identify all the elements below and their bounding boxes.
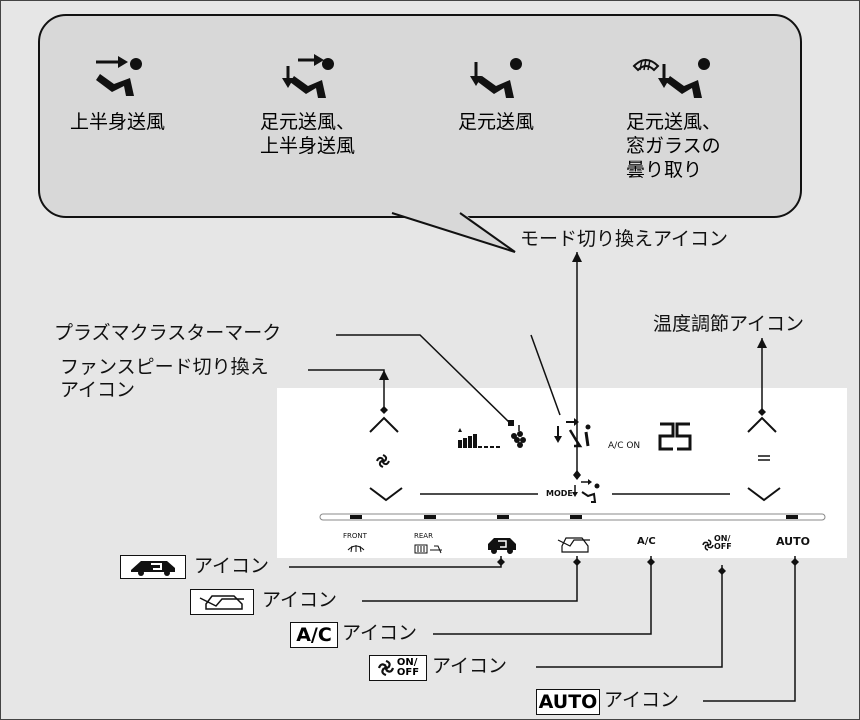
feet-airflow-icon: [470, 58, 522, 98]
temperature-icon: [758, 455, 770, 461]
auto-button[interactable]: AUTO: [776, 535, 810, 548]
mode-feet-defrost: 足元送風、 窓ガラスの 曇り取り: [622, 52, 721, 182]
callout-plasma-cluster: プラズマクラスターマーク: [54, 322, 282, 344]
upper-body-airflow-icon: [95, 56, 142, 96]
mode-label-feet: 足元送風: [458, 111, 535, 133]
ac-on-indicator: A/C ON: [608, 441, 641, 451]
recirculation-legend-box: [120, 555, 186, 579]
mode-feet: 足元送風: [458, 52, 534, 134]
temperature-display: [658, 422, 692, 451]
mode-display-icon: [554, 418, 591, 448]
fan-onoff-box-text: ON/ OFF: [396, 657, 420, 678]
ac-legend-box: A/C: [290, 622, 338, 648]
rear-defrost-icon: [414, 544, 442, 554]
fan-onoff-label[interactable]: ON/ OFF: [714, 534, 732, 551]
recirculation-button-icon[interactable]: [488, 538, 516, 554]
callout-temperature: 温度調節アイコン: [653, 313, 805, 335]
mode-button-label[interactable]: MODE: [546, 489, 573, 498]
fan-level-display: [458, 428, 500, 448]
ac-button[interactable]: A/C: [637, 536, 656, 547]
ac-legend-text: アイコン: [342, 622, 418, 644]
fresh-air-legend-text: アイコン: [262, 589, 338, 611]
rear-defrost-label[interactable]: REAR: [414, 532, 433, 540]
front-defrost-label[interactable]: FRONT: [343, 532, 367, 540]
auto-legend-box: AUTO: [536, 689, 600, 715]
mode-feet-upper-body: 足元送風、 上半身送風: [260, 52, 355, 158]
recirculation-icon: [131, 561, 175, 576]
mode-label-upper-body: 上半身送風: [70, 111, 166, 133]
fan-icon: [376, 454, 390, 468]
mode-upper-body: 上半身送風: [70, 52, 165, 134]
auto-legend-text: アイコン: [604, 689, 680, 711]
fan-speed-up-button[interactable]: [369, 416, 399, 433]
fresh-air-icon: [199, 595, 244, 610]
fresh-air-legend-box: [190, 589, 254, 615]
mode-button-icon[interactable]: [572, 479, 600, 503]
front-defrost-icon: [347, 545, 365, 553]
feet-and-defrost-airflow-icon: [632, 58, 710, 98]
mode-callout-bubble: [38, 14, 802, 218]
climate-control-panel: [277, 388, 847, 558]
mode-label-feet-defrost: 足元送風、 窓ガラスの 曇り取り: [626, 111, 722, 181]
mode-label-feet-upper-body: 足元送風、 上半身送風: [260, 111, 356, 157]
fan-onoff-legend-box: ON/ OFF: [369, 655, 427, 681]
fan-onoff-legend-text: アイコン: [432, 655, 508, 677]
fan-onoff-icon: [377, 659, 394, 677]
recirculation-legend-text: アイコン: [194, 555, 270, 577]
fresh-air-button-icon[interactable]: [557, 537, 590, 553]
ac-icon: A/C: [296, 624, 332, 646]
temperature-up-button[interactable]: [747, 416, 777, 433]
plasma-cluster-mark: [511, 425, 526, 448]
callout-fan-speed: ファンスピード切り換え アイコン: [60, 356, 269, 401]
fan-onoff-button-icon[interactable]: [702, 539, 714, 551]
callout-mode-switch: モード切り換えアイコン: [520, 228, 729, 250]
feet-and-upper-body-airflow-icon: [281, 54, 334, 98]
auto-icon: AUTO: [538, 691, 598, 713]
temperature-down-button[interactable]: [747, 487, 781, 502]
fan-speed-down-button[interactable]: [369, 487, 403, 502]
